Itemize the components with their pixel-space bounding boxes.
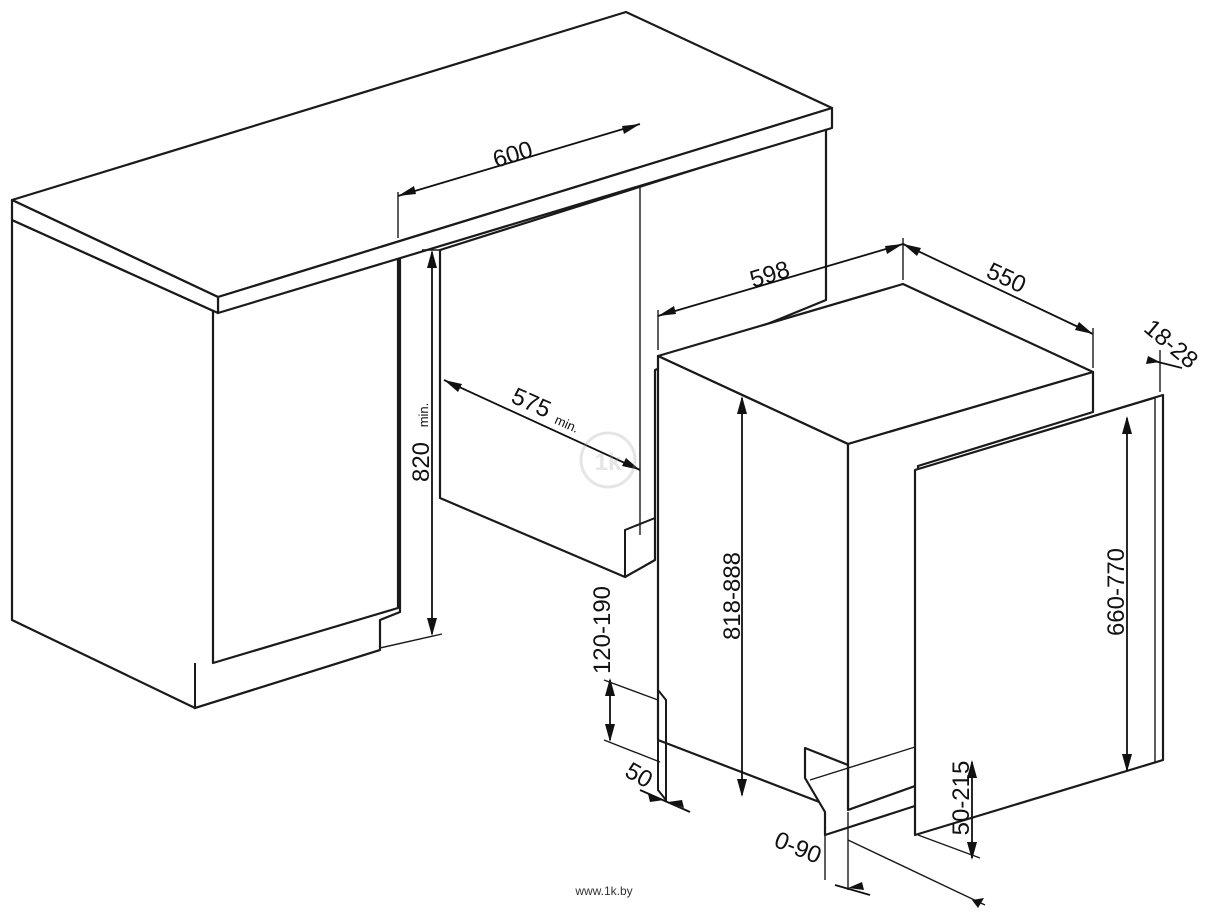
dimension-lines: [379, 123, 1183, 908]
cabinet-door: [211, 243, 400, 665]
dim-label-120-190: 120-190: [589, 586, 616, 674]
dim-label-820: 820: [408, 442, 435, 482]
dishwasher-unit: [656, 282, 1165, 837]
dim-label-818-888: 818-888: [719, 552, 746, 640]
worktop-side-edge: [10, 198, 220, 315]
dim-label-550: 550: [982, 258, 1030, 299]
niche-side-edge: [624, 517, 656, 577]
cabinet-plinth: [194, 649, 381, 710]
dim-label-0-90: 0-90: [770, 827, 825, 870]
watermark-site: www.1k.by: [574, 884, 632, 898]
watermark-logo: 1k: [595, 449, 622, 476]
watermark: 1k: [579, 431, 637, 489]
plinth-panel: [657, 689, 667, 803]
niche-back-wall: [438, 126, 828, 579]
door-panel-edge: [914, 397, 1156, 763]
kitchen-cabinet: [10, 10, 834, 710]
dim-label-50: 50: [620, 757, 657, 794]
plinth-foot-edge: [809, 746, 916, 781]
dim-label-820-suffix: min.: [416, 403, 431, 428]
dim-label-660-770: 660-770: [1103, 548, 1130, 636]
dim-label-50-215: 50-215: [948, 761, 975, 836]
